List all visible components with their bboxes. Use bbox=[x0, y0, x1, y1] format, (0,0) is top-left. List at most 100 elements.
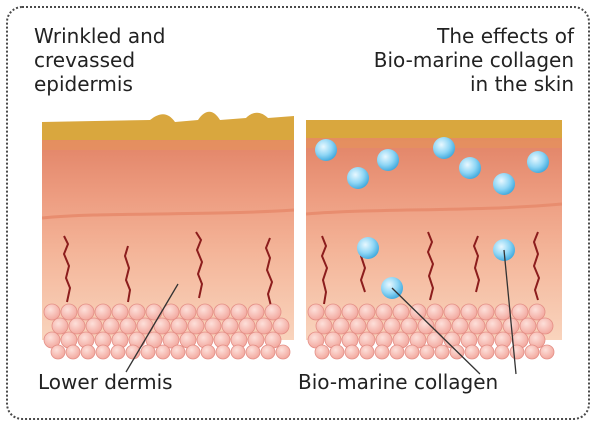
fat-cell bbox=[204, 317, 222, 335]
fat-cell bbox=[162, 331, 180, 349]
lower-dermis-pointer bbox=[125, 283, 179, 373]
collagen-pointer-2 bbox=[503, 249, 517, 375]
right-caption: The effects of Bio-marine collagen in th… bbox=[374, 24, 574, 96]
right-caption-line: Bio-marine collagen bbox=[373, 48, 574, 72]
vessel bbox=[320, 235, 329, 305]
fat-cell bbox=[128, 303, 146, 321]
left-epidermis bbox=[42, 111, 294, 140]
right-dermis-boundary bbox=[306, 202, 562, 216]
fat-cell bbox=[341, 303, 359, 321]
bio-marine-collagen-label: Bio-marine collagen bbox=[298, 370, 499, 394]
fat-cell bbox=[359, 344, 375, 360]
fat-cell bbox=[238, 317, 256, 335]
fat-cell bbox=[215, 344, 231, 360]
fat-cell bbox=[119, 317, 137, 335]
fat-cell bbox=[245, 344, 261, 360]
fat-cell bbox=[68, 317, 86, 335]
fat-cell bbox=[528, 303, 546, 321]
fat-cell bbox=[494, 344, 510, 360]
vessel bbox=[123, 245, 132, 303]
collagen-sphere bbox=[377, 149, 399, 171]
fat-cell bbox=[155, 344, 171, 360]
fat-cell bbox=[170, 344, 186, 360]
vessel bbox=[62, 235, 72, 303]
fat-cell bbox=[315, 317, 333, 335]
fat-cell bbox=[51, 317, 69, 335]
fat-cell bbox=[247, 303, 265, 321]
collagen-sphere bbox=[315, 139, 337, 161]
fat-cell bbox=[409, 303, 427, 321]
fat-cell bbox=[230, 303, 248, 321]
pointer-lines bbox=[125, 249, 517, 375]
left-fat-cells bbox=[43, 303, 291, 360]
fat-cell bbox=[162, 303, 180, 321]
lower-dermis-label: Lower dermis bbox=[38, 370, 173, 394]
fat-cell bbox=[460, 303, 478, 321]
fat-cell bbox=[485, 317, 503, 335]
fat-cell bbox=[80, 344, 96, 360]
fat-cell bbox=[77, 303, 95, 321]
fat-cell bbox=[443, 303, 461, 321]
fat-cell bbox=[426, 303, 444, 321]
left-caption-line: crevassed bbox=[34, 48, 136, 72]
collagen-pointer-1 bbox=[391, 287, 481, 375]
fat-cell bbox=[50, 344, 66, 360]
fat-cell bbox=[539, 344, 555, 360]
left-caption-line: epidermis bbox=[34, 72, 133, 96]
vessel bbox=[472, 235, 481, 293]
collagen-sphere bbox=[357, 237, 379, 259]
fat-cell bbox=[366, 317, 384, 335]
fat-cell bbox=[479, 344, 495, 360]
fat-cell bbox=[102, 317, 120, 335]
fat-cell bbox=[111, 303, 129, 321]
fat-cell bbox=[524, 344, 540, 360]
fat-cell bbox=[389, 344, 405, 360]
right-epidermis-base bbox=[306, 138, 562, 148]
collagen-sphere bbox=[493, 173, 515, 195]
left-vessels bbox=[62, 231, 274, 307]
fat-cell bbox=[260, 344, 276, 360]
fat-cell bbox=[392, 303, 410, 321]
fat-cell bbox=[536, 317, 554, 335]
fat-cell bbox=[196, 303, 214, 321]
fat-cell bbox=[272, 317, 290, 335]
fat-cell bbox=[400, 317, 418, 335]
fat-cell bbox=[511, 303, 529, 321]
fat-cell bbox=[324, 303, 342, 321]
vessel bbox=[426, 231, 435, 301]
fat-cell bbox=[200, 344, 216, 360]
left-epidermis-base bbox=[42, 140, 294, 150]
fat-cell bbox=[307, 303, 325, 321]
left-caption-line: Wrinkled and bbox=[34, 24, 166, 48]
fat-cell bbox=[349, 317, 367, 335]
fat-cell bbox=[417, 317, 435, 335]
fat-cell bbox=[329, 344, 345, 360]
right-epidermis bbox=[306, 120, 562, 138]
fat-cell bbox=[95, 344, 111, 360]
fat-cell bbox=[94, 303, 112, 321]
fat-cell bbox=[494, 303, 512, 321]
fat-cell bbox=[221, 317, 239, 335]
fat-cell bbox=[383, 317, 401, 335]
fat-cell bbox=[426, 331, 444, 349]
vessel bbox=[532, 231, 541, 301]
fat-cell bbox=[65, 344, 81, 360]
fat-cell bbox=[110, 344, 126, 360]
fat-cell bbox=[275, 344, 291, 360]
fat-cell bbox=[434, 344, 450, 360]
fat-cell bbox=[451, 317, 469, 335]
fat-cell bbox=[264, 303, 282, 321]
collagen-sphere bbox=[459, 157, 481, 179]
fat-cell bbox=[230, 344, 246, 360]
fat-cell bbox=[477, 303, 495, 321]
right-fat-cells bbox=[307, 303, 555, 360]
vessel bbox=[195, 231, 204, 299]
fat-cell bbox=[404, 344, 420, 360]
fat-cell bbox=[314, 344, 330, 360]
right-caption-line: in the skin bbox=[469, 72, 574, 96]
fat-cell bbox=[185, 344, 201, 360]
fat-cell bbox=[187, 317, 205, 335]
fat-cell bbox=[179, 303, 197, 321]
fat-cell bbox=[509, 344, 525, 360]
